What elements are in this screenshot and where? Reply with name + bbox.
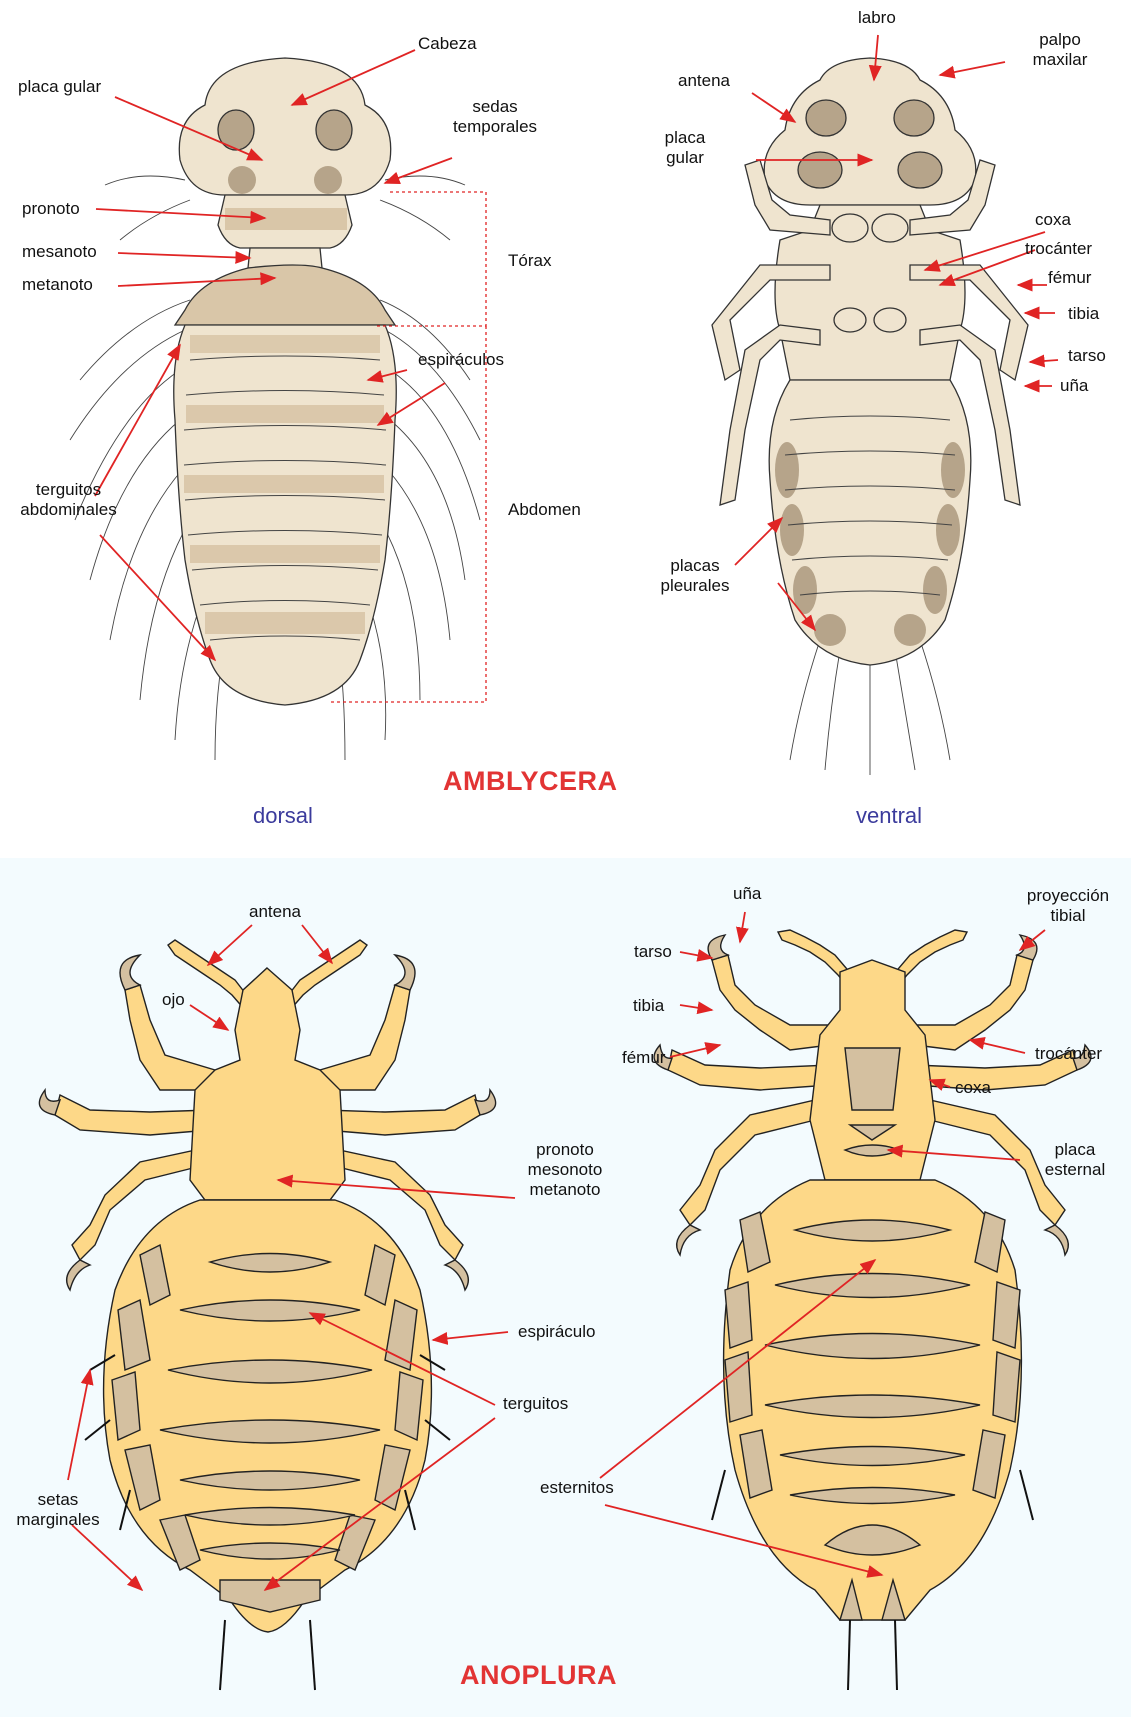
label-proyeccion-tibial: proyección tibial	[1010, 886, 1126, 926]
amblycera-dorsal-louse	[70, 58, 480, 760]
label-esternitos: esternitos	[540, 1478, 614, 1498]
anoplura-dorsal-louse	[39, 940, 495, 1690]
label-pronoto-mesonoto-metanoto: pronoto mesonoto metanoto	[510, 1140, 620, 1200]
anoplura-ventral-louse	[654, 930, 1091, 1690]
label-coxa: coxa	[1035, 210, 1071, 230]
label-abdomen: Abdomen	[508, 500, 581, 520]
label-tibia: tibia	[1068, 304, 1099, 324]
label-una: uña	[1060, 376, 1088, 396]
label-ojo: ojo	[162, 990, 185, 1010]
label-trocanter: trocánter	[1025, 239, 1092, 259]
title-amblycera: AMBLYCERA	[443, 766, 618, 797]
label-trocanter-anoplura: trocánter	[1035, 1044, 1102, 1064]
label-espiraculo: espiráculo	[518, 1322, 596, 1342]
label-espiraculos: espiráculos	[418, 350, 504, 370]
label-antena-anoplura: antena	[249, 902, 301, 922]
amblycera-ventral-louse	[712, 58, 1028, 775]
label-palpo-maxilar: palpo maxilar	[1020, 30, 1100, 70]
label-placa-gular: placa gular	[18, 77, 101, 97]
label-pronoto: pronoto	[22, 199, 80, 219]
label-placas-pleurales: placas pleurales	[640, 556, 750, 596]
label-tarso: tarso	[1068, 346, 1106, 366]
label-tibia-anoplura: tibia	[633, 996, 664, 1016]
label-metanoto: metanoto	[22, 275, 93, 295]
label-labro: labro	[858, 8, 896, 28]
title-anoplura: ANOPLURA	[460, 1660, 617, 1691]
label-coxa-anoplura: coxa	[955, 1078, 991, 1098]
label-placa-gular-ventral: placa gular	[650, 128, 720, 168]
label-terguitos: terguitos	[503, 1394, 568, 1414]
label-mesanoto: mesanoto	[22, 242, 97, 262]
label-cabeza: Cabeza	[418, 34, 477, 54]
view-label-dorsal: dorsal	[253, 803, 313, 829]
label-placa-esternal: placa esternal	[1025, 1140, 1125, 1180]
label-tarso-anoplura: tarso	[634, 942, 672, 962]
label-setas-marginales: setas marginales	[8, 1490, 108, 1530]
view-label-ventral: ventral	[856, 803, 922, 829]
label-femur: fémur	[1048, 268, 1091, 288]
label-terguitos-abdominales: terguitos abdominales	[6, 480, 131, 520]
label-antena-ventral: antena	[678, 71, 730, 91]
label-femur-anoplura: fémur	[622, 1048, 665, 1068]
label-una-anoplura: uña	[733, 884, 761, 904]
label-torax: Tórax	[508, 251, 551, 271]
label-sedas-temporales: sedas temporales	[440, 97, 550, 137]
